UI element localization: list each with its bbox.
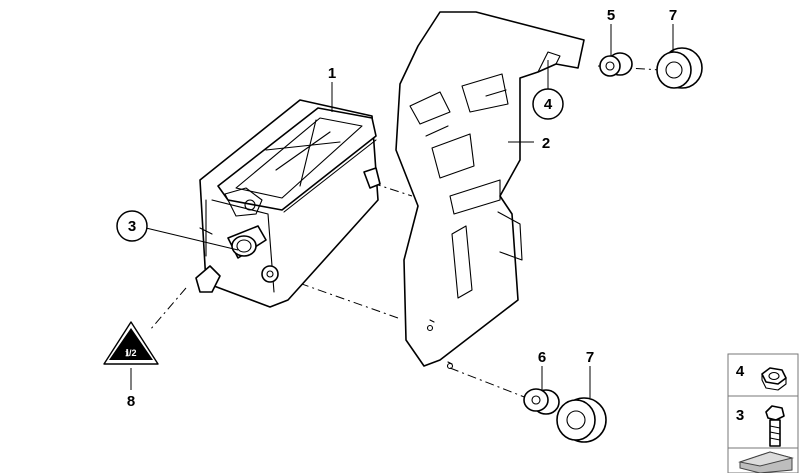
hex-nut-icon: [761, 367, 787, 391]
callout-5: 5: [607, 7, 615, 24]
callout-8: 8: [127, 393, 135, 410]
warning-label: ℹ/2: [103, 321, 159, 365]
grommet-small-top: [599, 52, 633, 77]
legend-panel: 4 3: [727, 353, 799, 473]
grommet-large-bottom: [556, 397, 607, 443]
callout-4-circle: [532, 88, 564, 120]
mounting-bracket: [395, 11, 585, 370]
callout-7-top: 7: [669, 7, 677, 24]
hex-bolt-icon: [765, 405, 785, 447]
grommet-small-bottom: [523, 388, 560, 415]
control-unit: [195, 99, 381, 308]
legend-number-4: 4: [736, 363, 745, 380]
callout-3-circle: [116, 210, 148, 242]
callout-4: 4: [544, 96, 553, 113]
legend-number-3: 3: [736, 407, 744, 424]
grommet-large-top: [656, 47, 703, 89]
callout-3: 3: [128, 218, 136, 235]
leader-lines: [130, 24, 674, 398]
callout-2: 2: [542, 135, 550, 152]
callout-7-bottom: 7: [586, 349, 594, 366]
callout-6: 6: [538, 349, 546, 366]
callouts: 1 2 3 4 5 7 6 7 8: [116, 7, 677, 410]
shim-plate-icon: [738, 451, 794, 473]
callout-1: 1: [328, 65, 336, 82]
warning-label-text: ℹ/2: [126, 348, 137, 358]
